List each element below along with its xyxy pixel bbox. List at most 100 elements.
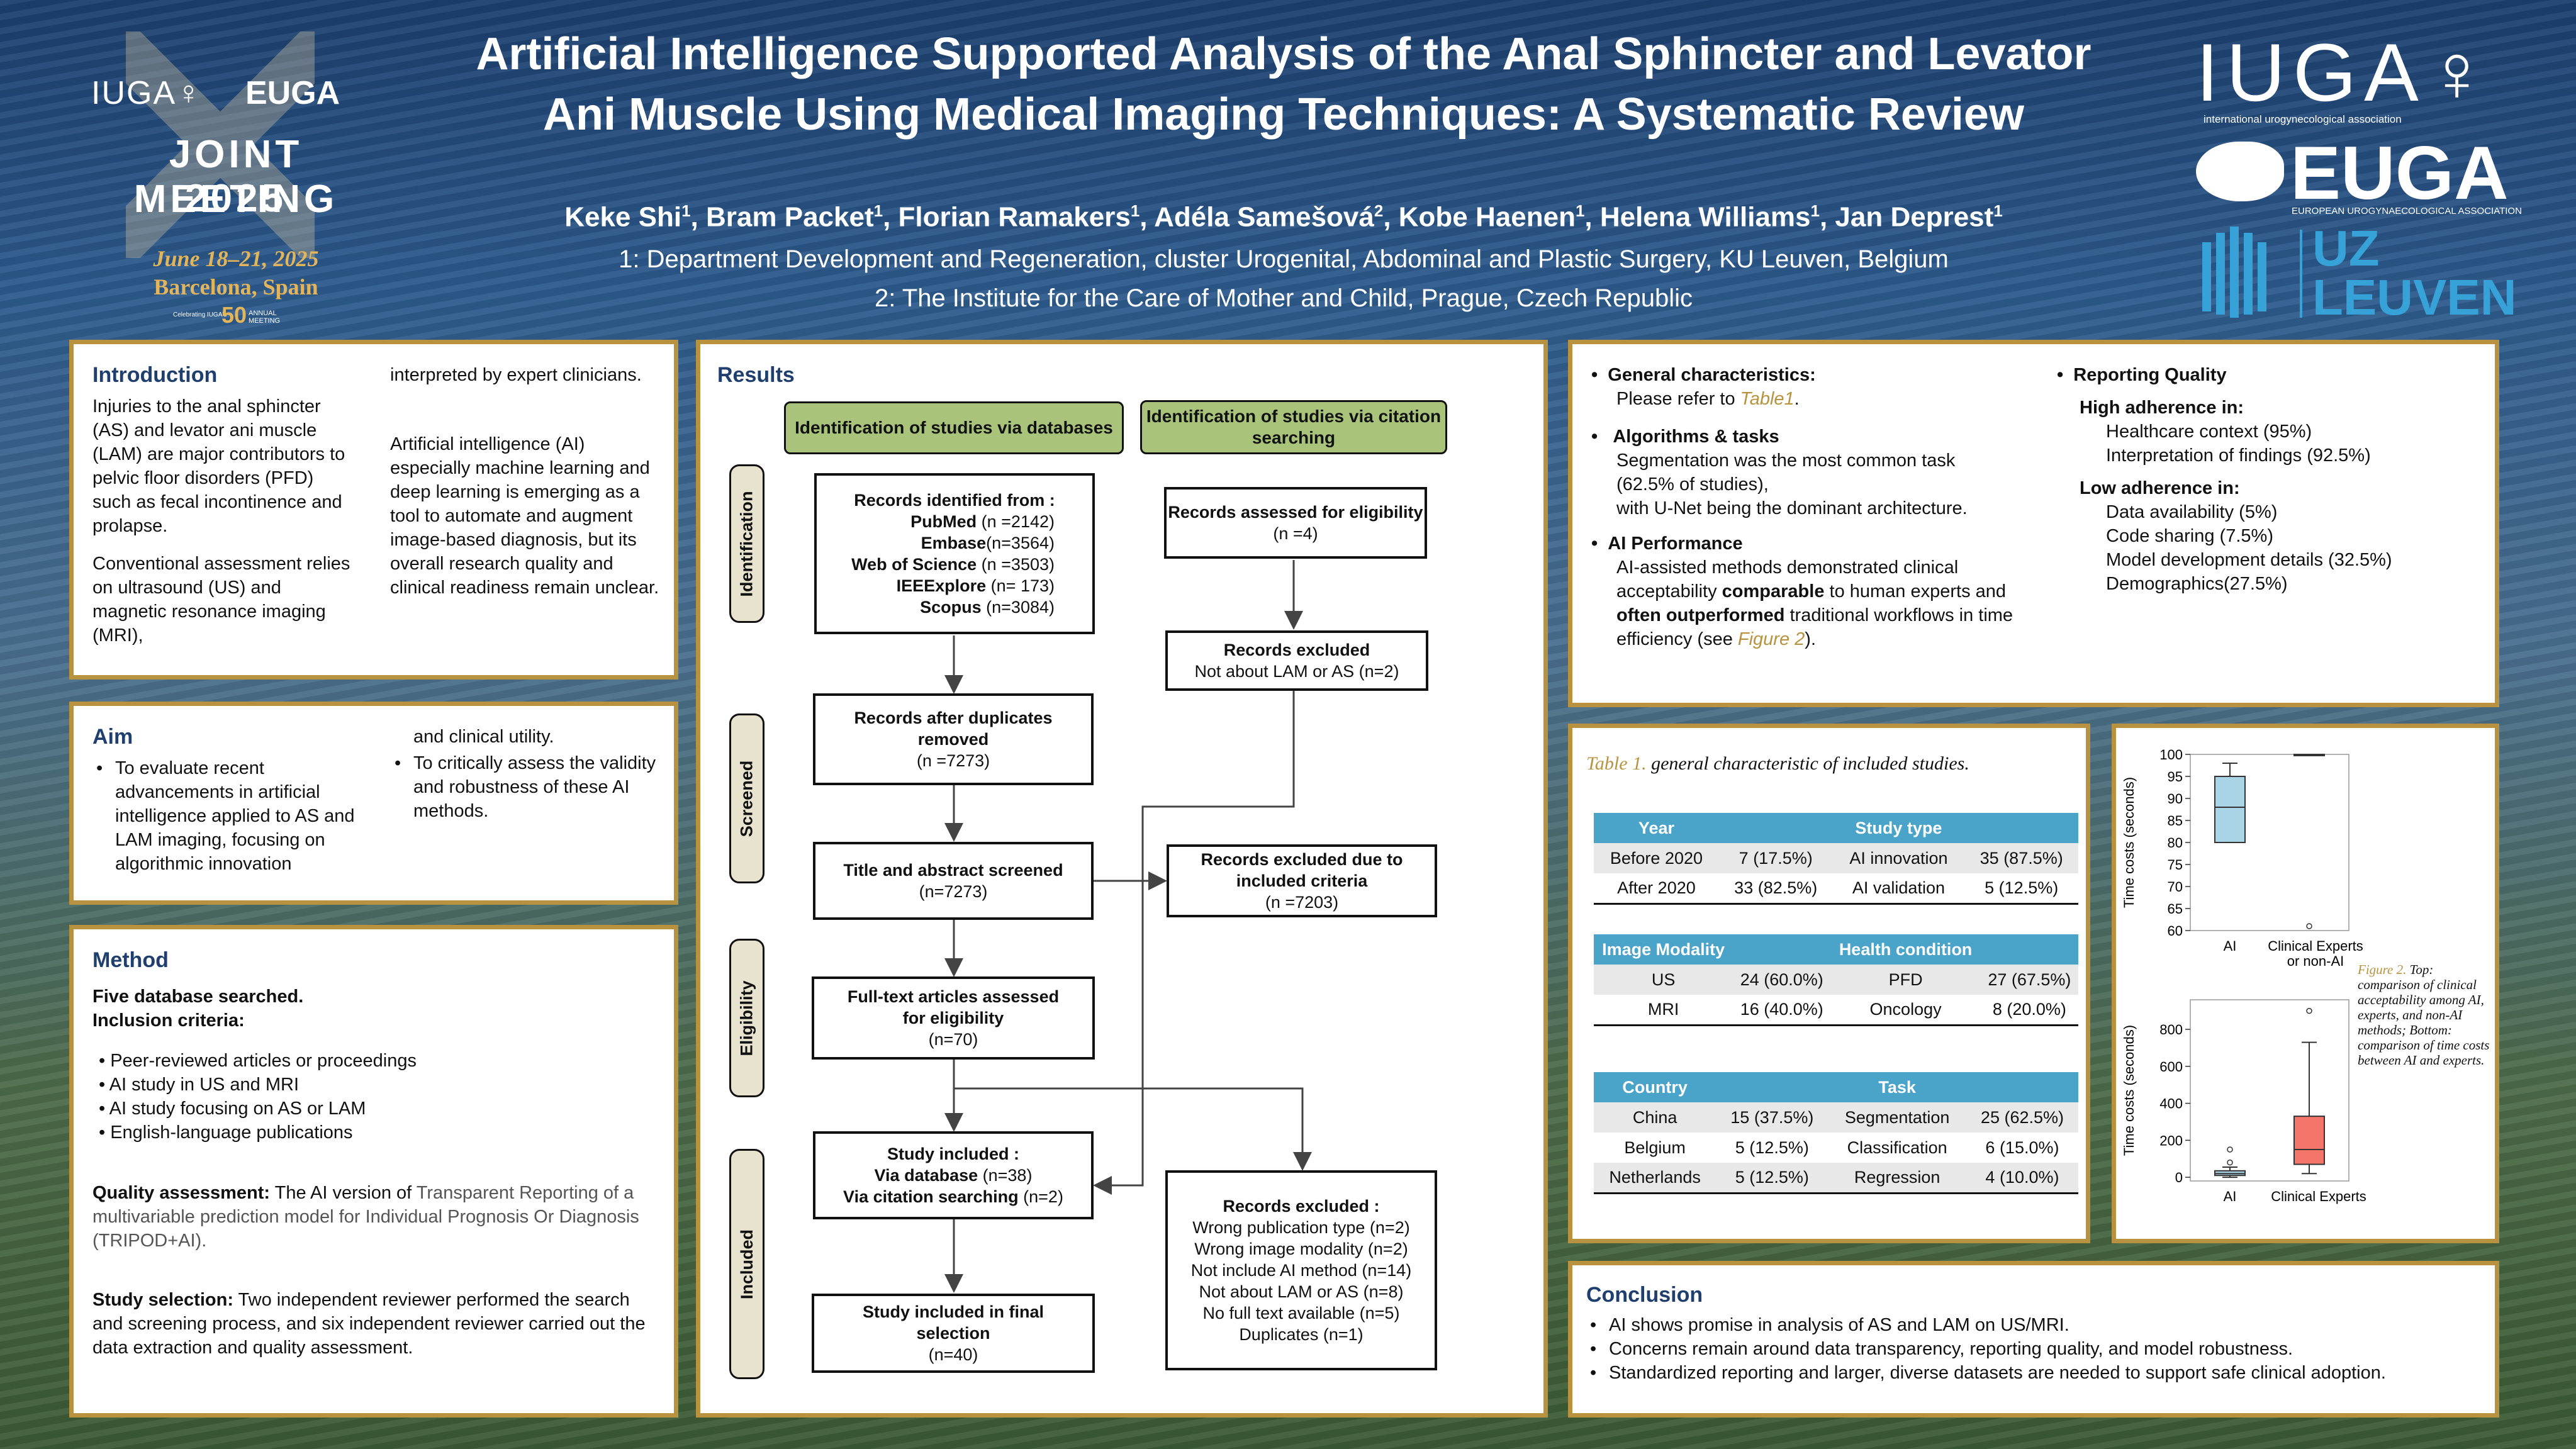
author-list: Keke Shi1, Bram Packet1, Florian Ramaker…: [564, 201, 2003, 233]
iuga-logo-sub: international urogynecological associati…: [2204, 113, 2402, 125]
x-tick-label: or non-AI: [2287, 953, 2344, 969]
high-adherence-list: Healthcare context (95%)Interpretation o…: [2057, 420, 2485, 467]
study-included-box: Study included : Via database (n=38) Via…: [813, 1131, 1094, 1219]
euga-logo-text: EUGA: [2290, 131, 2509, 215]
low-adherence-item: Model development details (32.5%): [2106, 550, 2392, 570]
general-char-heading: • General characteristics:: [1591, 365, 1816, 385]
performance-heading: • AI Performance: [1591, 534, 1743, 554]
records-assessed-box: Records assessed for eligibility (n =4): [1164, 487, 1427, 559]
algorithms-text2: with U-Net being the dominant architectu…: [1616, 498, 1968, 518]
y-axis-label: Time costs (seconds): [2121, 777, 2137, 908]
identification-citation-header: Identification of studies via citation s…: [1140, 400, 1447, 454]
table-cell: 4 (10.0%): [1966, 1163, 2078, 1194]
y-axis-label: Time costs (seconds): [2121, 1025, 2137, 1156]
introduction-heading: Introduction: [92, 363, 218, 387]
general-char-text: Please refer to Table1.: [1616, 389, 1800, 409]
euga-logo: EUGA EUROPEAN UROGYNAECOLOGICAL ASSOCIAT…: [2196, 135, 2523, 223]
after-duplicates-box: Records after duplicates removed (n =727…: [813, 693, 1094, 785]
plot-frame: [2190, 754, 2349, 931]
records-identified-line: Scopus (n=3084): [920, 598, 1055, 617]
table-cell: MRI: [1594, 995, 1733, 1026]
table-cell: 35 (87.5%): [1964, 843, 2078, 873]
table-cell: Netherlands: [1594, 1163, 1716, 1194]
table-cell: Belgium: [1624, 1138, 1686, 1157]
meeting-logo-dates: June 18–21, 2025: [153, 246, 319, 271]
author-affiliation-mark: 2: [1374, 201, 1384, 220]
author: Bram Packet: [706, 201, 874, 233]
meeting-logo-euga: EUGA: [245, 75, 340, 111]
table-cell: Oncology: [1830, 995, 1981, 1026]
title-abstract-n: (n=7273): [919, 882, 988, 901]
figure2-caption: Figure 2. Top: comparison of clinical ac…: [2358, 962, 2490, 1068]
table1-caption: Table 1. general characteristic of inclu…: [1586, 753, 1969, 774]
x-tick-label: Clinical Experts: [2268, 938, 2363, 954]
findings-left: • General characteristics: Please refer …: [1591, 363, 2032, 651]
after-duplicates-n: (n =7273): [916, 751, 990, 770]
y-tick-label: 0: [2175, 1170, 2183, 1185]
after-duplicates-title: Records after duplicates removed: [854, 708, 1053, 749]
fulltext-n: (n=70): [928, 1030, 978, 1049]
excluded-reason: Wrong image modality (n=2): [1194, 1239, 1408, 1258]
table-header-spacer: [1964, 813, 2078, 843]
fulltext-box: Full-text articles assessed for eligibil…: [812, 976, 1095, 1060]
table-header: Country: [1594, 1072, 1716, 1102]
table-cell: After 2020: [1594, 873, 1719, 905]
study-selection-label: Study selection:: [92, 1290, 233, 1310]
table-cell: 7 (17.5%): [1718, 843, 1833, 873]
low-adherence-list: Data availability (5%)Code sharing (7.5%…: [2057, 500, 2485, 596]
records-identified-line: PubMed (n =2142): [910, 512, 1055, 531]
author-affiliation-mark: 1: [681, 201, 691, 220]
y-tick-label: 600: [2159, 1059, 2183, 1075]
table-cell: US: [1594, 965, 1733, 995]
meeting-logo-iuga: IUGA♀: [91, 75, 203, 111]
y-tick-label: 400: [2159, 1096, 2183, 1112]
y-tick-label: 60: [2168, 923, 2183, 939]
table-cell: China: [1594, 1102, 1716, 1133]
excluded-reason: Not about LAM or AS (n=8): [1199, 1282, 1404, 1301]
quality-assessment-text: The AI version of: [270, 1183, 417, 1203]
excluded-reason: No full text available (n=5): [1202, 1304, 1400, 1323]
table-header: Task: [1828, 1072, 1966, 1102]
x-tick-label: Clinical Experts: [2271, 1189, 2366, 1204]
reporting-quality-heading: • Reporting Quality: [2057, 365, 2227, 385]
records-excluded-text: Not about LAM or AS (n=2): [1194, 662, 1399, 681]
meeting-logo: IUGA♀ EUGA JOINT MEETING 2025 June 18–21…: [38, 25, 415, 340]
y-tick-label: 95: [2168, 769, 2183, 785]
study-included-db: Via database (n=38): [874, 1166, 1033, 1185]
excluded-criteria-title: Records excluded due to included criteri…: [1201, 850, 1403, 890]
table-cell: Segmentation: [1828, 1102, 1966, 1133]
table-cell: 5 (12.5%): [1716, 1163, 1828, 1194]
study-selection-text: Two independent reviewer performed the s…: [92, 1290, 646, 1358]
y-tick-label: 70: [2168, 879, 2183, 895]
title-abstract-title: Title and abstract screened: [843, 861, 1063, 880]
method-line2: Inclusion criteria:: [92, 1010, 245, 1031]
findings-panel: • General characteristics: Please refer …: [1568, 340, 2499, 707]
quality-assessment: Quality assessment: The AI version of Tr…: [92, 1181, 659, 1253]
criteria-item: • AI study in US and MRI: [99, 1075, 300, 1095]
study-selection: Study selection: Two independent reviewe…: [92, 1288, 659, 1360]
author: Adéla Samešová: [1154, 201, 1374, 233]
tripod-text: Transparent Reporting of a multivariable…: [92, 1183, 639, 1251]
uz-text: UZ: [2312, 220, 2380, 276]
figure2-link[interactable]: Figure 2: [1737, 629, 1805, 649]
records-identified-title: Records identified from :: [854, 491, 1055, 510]
x-tick-label: AI: [2224, 938, 2237, 954]
excluded-criteria-n: (n =7203): [1265, 893, 1339, 912]
stage-eligibility: Eligibility: [729, 939, 764, 1097]
introduction-p3: interpreted by expert clinicians.: [390, 365, 642, 385]
table-header: Health condition: [1830, 934, 1981, 965]
low-adherence-heading: Low adherence in:: [2080, 478, 2240, 498]
table1-link[interactable]: Table1: [1740, 389, 1795, 409]
final-selection-box: Study included in final selection (n=40): [812, 1294, 1095, 1373]
aim-item-continued: and clinical utility.: [413, 727, 554, 747]
table-cell: 27 (67.5%): [1980, 965, 2078, 995]
table-cell: Classification: [1847, 1138, 1947, 1157]
conclusion-heading: Conclusion: [1586, 1283, 1703, 1307]
table-cell: 15 (37.5%): [1716, 1102, 1828, 1133]
meeting-logo-anniv-prefix: Celebrating IUGA's: [173, 311, 227, 318]
iuga-logo: IUGA♀ international urogynecological ass…: [2196, 31, 2523, 126]
